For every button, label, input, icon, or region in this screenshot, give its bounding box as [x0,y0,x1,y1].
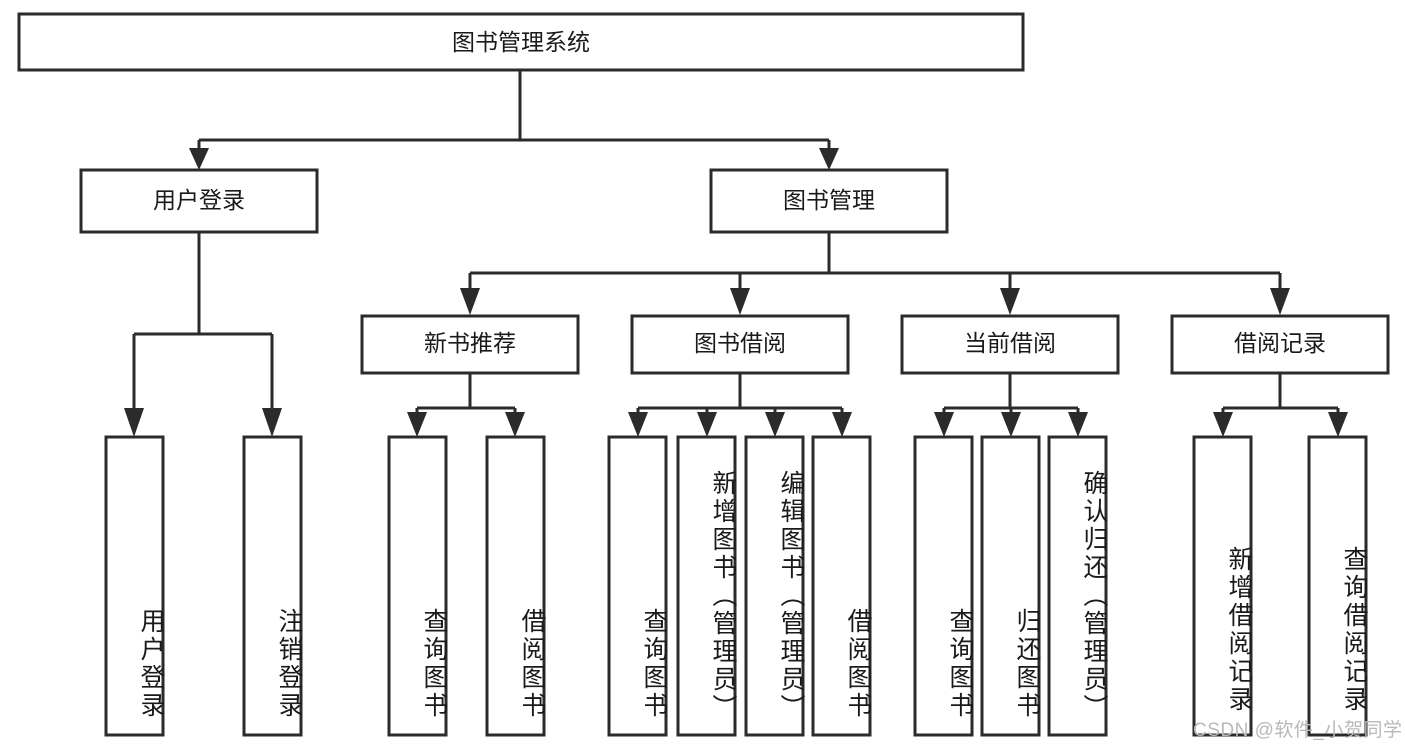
connector-group-new-book-recommend [407,373,525,437]
arrow-head-book-manage [819,148,839,170]
arrow-head-user-login [189,148,209,170]
node-leaf-query-record-box[interactable] [1307,435,1368,737]
node-leaf-query-book-3-box[interactable] [913,435,974,737]
node-leaf-borrow-book-2-box[interactable] [811,435,872,737]
node-user-login-box[interactable] [79,168,319,234]
node-book-manage-box[interactable] [709,168,949,234]
node-leaf-query-book-1-box[interactable] [387,435,448,737]
arrow-head-book-borrow [730,288,750,315]
arrow-head-leaf-return-book [1001,412,1021,437]
node-book-borrow-label: 图书借阅 [694,330,786,356]
node-current-borrow-box[interactable] [900,314,1120,375]
node-leaf-user-login-box[interactable] [104,435,165,737]
node-leaf-confirm-return-box[interactable] [1047,435,1108,737]
arrow-head-leaf-borrow-book-2 [832,412,852,437]
connector-group-user-login [124,232,282,437]
csdn-watermark: CSDN @软件_小贺同学 [1193,720,1403,741]
arrow-head-leaf-query-book-3 [934,412,954,437]
node-current-borrow-label: 当前借阅 [964,330,1056,356]
node-root-label: 图书管理系统 [452,29,590,55]
node-book-manage-label: 图书管理 [783,187,875,213]
node-book-borrow[interactable]: 图书借阅 [630,314,850,375]
arrow-head-borrow-record [1270,288,1290,315]
node-current-borrow[interactable]: 当前借阅 [900,314,1120,375]
connector-group-current-borrow [934,373,1088,437]
arrow-head-new-book-recommend [460,288,480,315]
arrow-head-leaf-confirm-return [1068,412,1088,437]
node-leaf-return-book-box[interactable] [980,435,1041,737]
arrow-head-leaf-borrow-book-1 [505,412,525,437]
node-root[interactable]: 图书管理系统 [17,12,1025,72]
node-borrow-record[interactable]: 借阅记录 [1170,314,1390,375]
connector-group-book-manage [460,232,1290,315]
node-borrow-record-box[interactable] [1170,314,1390,375]
node-new-book-recommend-box[interactable] [360,314,580,375]
node-new-book-recommend[interactable]: 新书推荐 [360,314,580,375]
arrow-head-leaf-user-logout [262,408,282,437]
node-leaf-add-book-box[interactable] [676,435,737,737]
node-user-login[interactable]: 用户登录 [79,168,319,234]
node-leaf-borrow-book-1-box[interactable] [485,435,546,737]
arrow-head-leaf-query-book-2 [628,412,648,437]
arrow-head-leaf-add-book [697,412,717,437]
node-book-borrow-box[interactable] [630,314,850,375]
connector-group-root [189,70,839,170]
arrow-head-leaf-query-record [1328,412,1348,437]
node-new-book-recommend-label: 新书推荐 [424,330,516,356]
node-borrow-record-label: 借阅记录 [1234,330,1326,356]
node-leaf-edit-book-box[interactable] [744,435,805,737]
arrow-head-leaf-user-login [124,408,144,437]
connector-group-book-borrow [628,373,852,437]
node-leaf-user-logout-box[interactable] [242,435,303,737]
node-leaf-query-book-2-box[interactable] [607,435,668,737]
node-book-manage[interactable]: 图书管理 [709,168,949,234]
connector-group-borrow-record [1213,373,1348,437]
arrow-head-current-borrow [1000,288,1020,315]
node-user-login-label: 用户登录 [153,187,245,213]
arrow-head-leaf-add-record [1213,412,1233,437]
arrow-head-leaf-edit-book [765,412,785,437]
arrow-head-leaf-query-book-1 [407,412,427,437]
node-leaf-add-record-box[interactable] [1192,435,1253,737]
node-root-box[interactable] [17,12,1025,72]
